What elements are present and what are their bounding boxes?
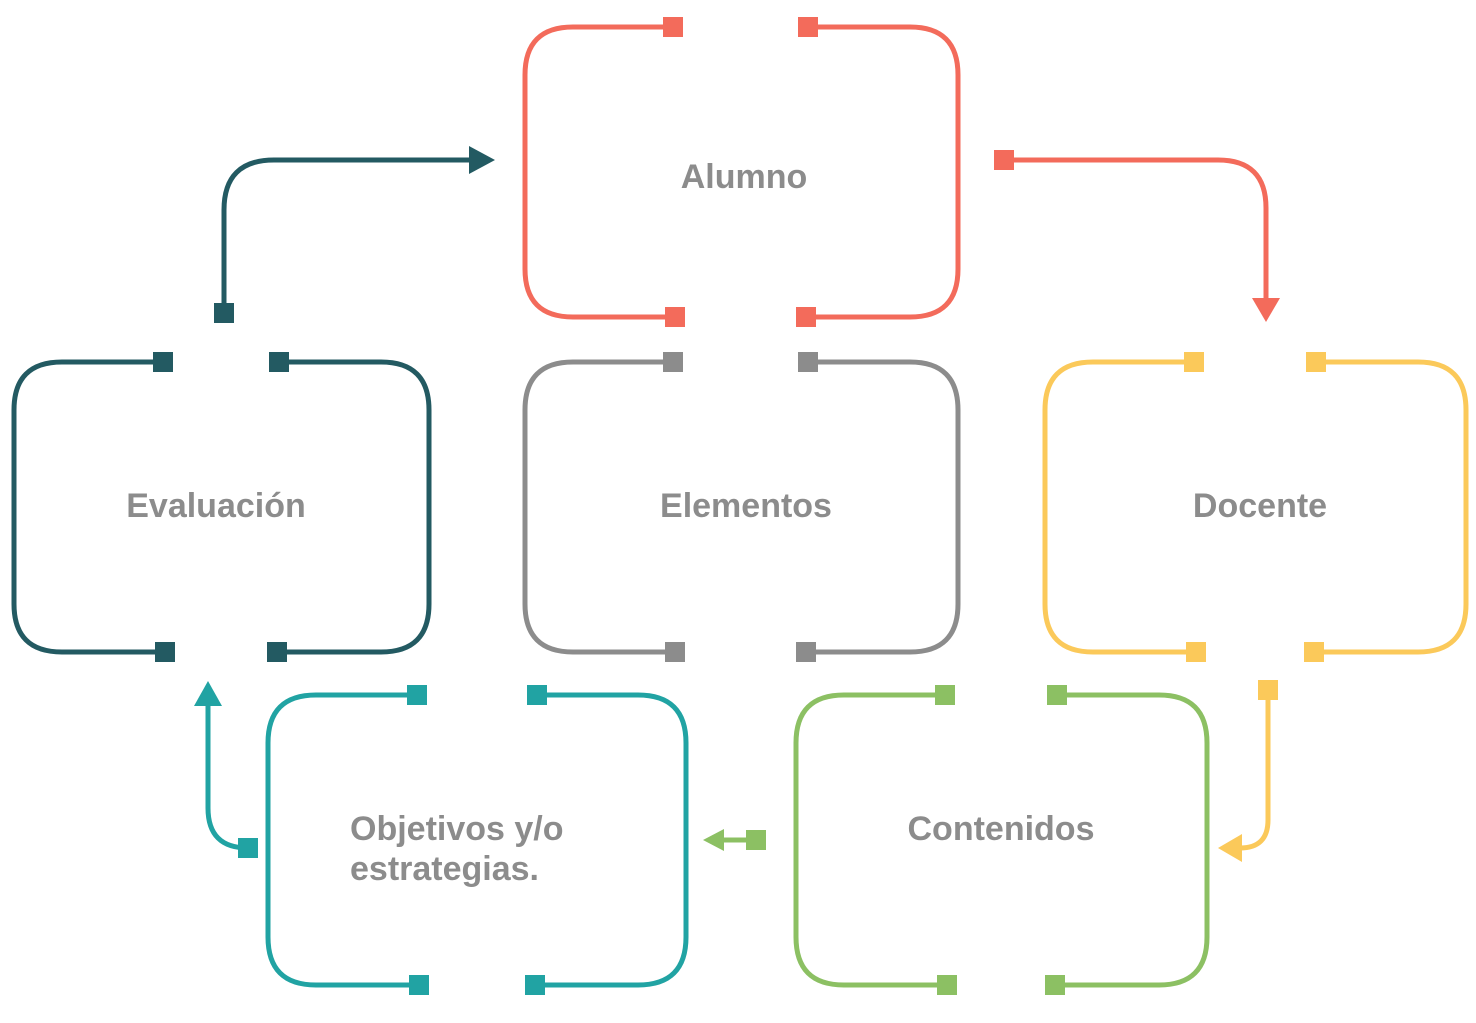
connector-alumno-to-docente-arrowhead [1252,298,1280,322]
node-elementos-left-bracket [522,359,678,655]
node-elementos-label: Elementos [660,487,832,525]
node-evaluacion-endpoint-top-left [153,352,173,372]
connector-objetivos-to-evaluacion-line [205,700,251,851]
connector-evaluacion-to-alumno-line [221,157,475,316]
connector-objetivos-to-evaluacion [194,681,258,858]
node-objetivos-left-bracket [265,692,422,988]
node-evaluacion-frame [11,352,432,662]
node-evaluacion: Evaluación [11,352,432,662]
node-objetivos-label-line-1: Objetivos y/o [350,810,564,848]
node-docente: Docente [1042,352,1469,662]
node-elementos-endpoint-bottom-left [665,642,685,662]
node-objetivos-endpoint-bottom-right [525,975,545,995]
node-contenidos-endpoint-bottom-left [937,975,957,995]
node-alumno-right-bracket [803,24,961,320]
node-objetivos-right-bracket [532,692,689,988]
connector-docente-to-contenidos-arrowhead [1218,834,1242,862]
node-contenidos-frame [793,685,1210,995]
connector-contenidos-to-objetivos [703,829,766,851]
connector-alumno-to-docente [994,150,1280,322]
node-docente-endpoint-bottom-left [1186,642,1206,662]
node-contenidos-right-bracket [1052,692,1210,988]
connector-docente-to-contenidos-start-square [1258,680,1278,700]
node-evaluacion-left-bracket [11,359,168,655]
node-contenidos-left-bracket [793,692,950,988]
node-elementos-frame [522,352,961,662]
connector-evaluacion-to-alumno-start-square [214,303,234,323]
connector-objetivos-to-evaluacion-arrowhead [194,681,222,706]
connector-docente-to-contenidos [1218,680,1278,862]
connector-contenidos-to-objetivos-arrowhead [703,829,724,851]
node-alumno-endpoint-top-right [798,17,818,37]
node-docente-frame [1042,352,1469,662]
node-docente-endpoint-top-left [1184,352,1204,372]
connector-evaluacion-to-alumno-arrowhead [469,146,495,174]
node-alumno-endpoint-bottom-left [665,307,685,327]
node-elementos-endpoint-top-right [798,352,818,372]
node-docente-left-bracket [1042,359,1199,655]
node-alumno-left-bracket [522,24,678,320]
node-objetivos: Objetivos y/o estrategias. [265,685,689,995]
node-elementos-endpoint-bottom-right [796,642,816,662]
node-evaluacion-endpoint-bottom-left [155,642,175,662]
node-contenidos-endpoint-top-left [935,685,955,705]
node-objetivos-frame [265,685,689,995]
node-objetivos-endpoint-top-left [407,685,427,705]
node-docente-right-bracket [1311,359,1469,655]
node-alumno-frame [522,17,961,327]
node-objetivos-endpoint-bottom-left [409,975,429,995]
node-contenidos-endpoint-top-right [1047,685,1067,705]
connector-docente-to-contenidos-line [1237,687,1271,851]
node-evaluacion-endpoint-bottom-right [267,642,287,662]
connector-evaluacion-to-alumno [214,146,495,323]
node-objetivos-endpoint-top-right [527,685,547,705]
node-docente-endpoint-top-right [1306,352,1326,372]
node-evaluacion-right-bracket [274,359,432,655]
node-contenidos-endpoint-bottom-right [1045,975,1065,995]
node-evaluacion-endpoint-top-right [269,352,289,372]
connector-alumno-to-docente-start-square [994,150,1014,170]
node-elementos-right-bracket [803,359,961,655]
node-objetivos-label: Objetivos y/o estrategias. [350,810,573,888]
node-alumno-label: Alumno [681,158,808,196]
node-elementos-endpoint-top-left [663,352,683,372]
node-contenidos: Contenidos [793,685,1210,995]
connector-objetivos-to-evaluacion-start-square [238,838,258,858]
node-alumno-endpoint-top-left [663,17,683,37]
node-alumno-endpoint-bottom-right [796,307,816,327]
node-alumno: Alumno [522,17,961,327]
node-docente-endpoint-bottom-right [1304,642,1324,662]
connector-alumno-to-docente-line [1001,157,1269,305]
connector-contenidos-to-objetivos-start-square [746,830,766,850]
node-docente-label: Docente [1193,487,1327,525]
node-contenidos-label: Contenidos [908,810,1095,848]
node-evaluacion-label: Evaluación [126,487,306,525]
node-objetivos-label-line-2: estrategias. [350,850,539,888]
node-elementos: Elementos [522,352,961,662]
